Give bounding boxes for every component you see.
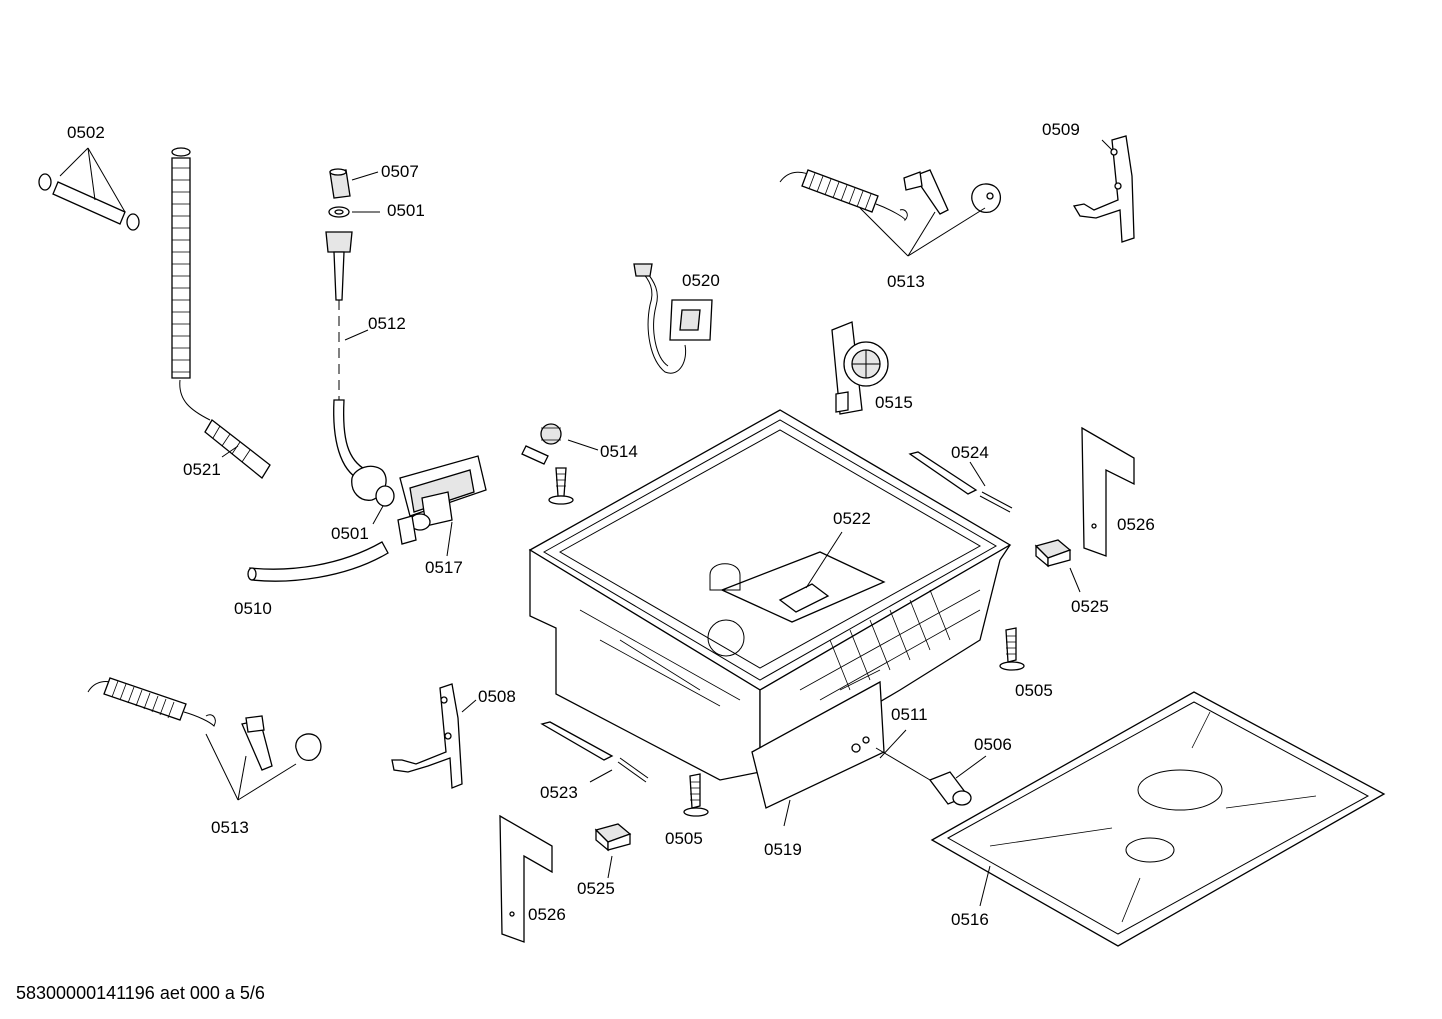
part-0526-side-bracket-right: [1081, 426, 1135, 557]
part-0523-rail: [540, 721, 649, 783]
callout-0510: 0510: [234, 599, 272, 618]
part-0526-side-bracket-bottom: [499, 814, 553, 943]
callout-0505-middle: 0505: [665, 829, 703, 848]
part-0505-screw-right: [999, 627, 1025, 671]
callout-0514: 0514: [600, 442, 638, 461]
callout-0502: 0502: [67, 123, 105, 142]
callout-0524: 0524: [951, 443, 989, 462]
part-0517-valve-housing: [397, 455, 487, 557]
callout-0511: 0511: [891, 705, 928, 724]
document-code: 58300000141196 aet 000 a 5/6: [16, 983, 265, 1003]
callout-0505-right: 0505: [1015, 681, 1053, 700]
part-0514-screw-gear: [521, 423, 599, 505]
callout-0501-bottom: 0501: [331, 524, 369, 543]
part-0508-hinge-plate: [391, 683, 477, 789]
part-0521-drain-hose: [171, 147, 271, 479]
callout-0507: 0507: [381, 162, 419, 181]
part-0519-panel: [751, 680, 931, 827]
part-0515-pump: [831, 321, 889, 415]
part-0505-screw-middle: [683, 773, 709, 817]
callout-0501-top: 0501: [387, 201, 425, 220]
callout-0525-right: 0525: [1071, 597, 1109, 616]
part-0507-0501-0512-fittings: [325, 168, 395, 525]
callout-0506: 0506: [974, 735, 1012, 754]
part-0524-rail: [908, 451, 1013, 513]
callout-0522: 0522: [833, 509, 871, 528]
callout-0526-right: 0526: [1117, 515, 1155, 534]
callout-0515: 0515: [875, 393, 913, 412]
part-0525-pad-bottom: [594, 823, 632, 879]
callout-0513-left: 0513: [211, 818, 249, 837]
callout-0523: 0523: [540, 783, 578, 802]
callout-0517: 0517: [425, 558, 463, 577]
callout-0520: 0520: [682, 271, 720, 290]
part-0520-pressure-switch: [633, 263, 713, 374]
callout-0512: 0512: [368, 314, 406, 333]
callout-0519: 0519: [764, 840, 802, 859]
part-0525-pad-right: [1034, 539, 1081, 593]
callout-0508: 0508: [478, 687, 516, 706]
part-0502-hose-clamps: [38, 147, 140, 231]
callout-0516: 0516: [951, 910, 989, 929]
part-0513-hinge-spring-set-top: [779, 169, 1001, 257]
callout-0513-top: 0513: [887, 272, 925, 291]
part-0506-foot: [928, 755, 987, 806]
part-0510-hose: [247, 541, 389, 582]
part-0516-base-tray: [930, 691, 1386, 947]
callout-0521: 0521: [183, 460, 221, 479]
callout-0526-bottom: 0526: [528, 905, 566, 924]
callout-0509: 0509: [1042, 120, 1080, 139]
part-0513-hinge-spring-set-left: [87, 677, 322, 801]
part-0509-hinge-plate: [1072, 135, 1135, 243]
callout-0525-bottom: 0525: [577, 879, 615, 898]
